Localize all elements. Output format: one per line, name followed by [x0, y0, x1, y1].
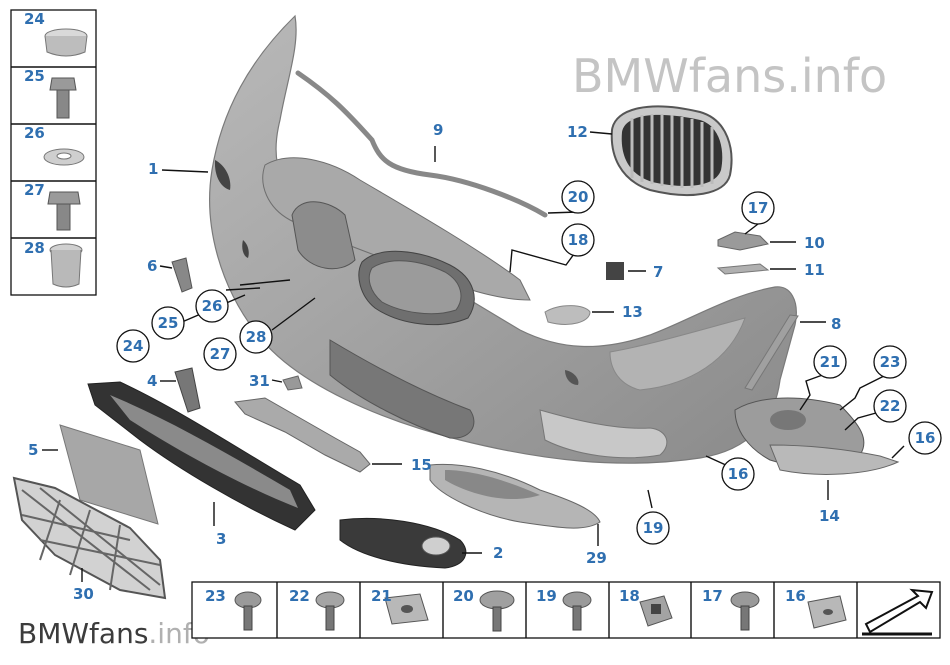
callout-circle [561, 223, 595, 257]
callout-circle [151, 306, 185, 340]
bottom-label-19: 19 [536, 587, 557, 605]
bottom-label-17: 17 [702, 587, 723, 605]
label-14: 14 [819, 507, 840, 525]
callout-19: 19 [643, 519, 664, 537]
screw-icon [47, 191, 81, 205]
bracket-icon [717, 231, 770, 251]
callout-circle [239, 320, 273, 354]
callout-25: 25 [158, 314, 179, 332]
watermark-top: BMWfans.info [572, 49, 887, 103]
callout-circle [203, 337, 237, 371]
bracket-icon [174, 367, 201, 413]
trim-strip-icon [295, 70, 548, 218]
screw-icon [49, 77, 77, 91]
callout-circle [721, 457, 755, 491]
label-6: 6 [147, 257, 157, 275]
callout-circle [873, 345, 907, 379]
support-icon [234, 397, 371, 473]
cover-icon [544, 305, 591, 325]
side-label-25: 25 [24, 67, 45, 85]
mesh-frame-icon [12, 476, 167, 600]
strip-icon [744, 314, 799, 391]
clip-nut-icon [639, 595, 673, 627]
label-5: 5 [28, 441, 38, 459]
callout-24: 24 [123, 337, 144, 355]
label-7: 7 [653, 263, 663, 281]
callout-circle [741, 191, 775, 225]
label-10: 10 [804, 234, 825, 252]
side-label-24: 24 [24, 10, 45, 28]
label-29: 29 [586, 549, 607, 567]
callout-21: 21 [820, 353, 841, 371]
callout-circle [195, 289, 229, 323]
bottom-label-16: 16 [785, 587, 806, 605]
callout-circle [873, 389, 907, 423]
center-grid-icon [87, 381, 316, 531]
callout-18: 18 [568, 231, 589, 249]
callout-20: 20 [568, 188, 589, 206]
air-duct-icon [429, 463, 601, 529]
side-label-27: 27 [24, 181, 45, 199]
label-13: 13 [622, 303, 643, 321]
callout-16a: 16 [915, 429, 936, 447]
label-8: 8 [831, 315, 841, 333]
bracket-icon [716, 263, 770, 275]
label-11: 11 [804, 261, 825, 279]
clip-icon [282, 375, 303, 391]
callout-28: 28 [246, 328, 267, 346]
label-31: 31 [249, 372, 270, 390]
circled-labels: 20 18 17 21 23 22 16 16 19 24 25 26 27 2… [116, 180, 942, 545]
label-3: 3 [216, 530, 226, 548]
label-1: 1 [148, 160, 158, 178]
side-label-26: 26 [24, 124, 45, 142]
cover-plate-icon [59, 424, 159, 525]
callout-circle [116, 329, 150, 363]
callout-26: 26 [202, 297, 223, 315]
arrow-next-icon [862, 588, 934, 636]
label-4: 4 [147, 372, 157, 390]
screw-icon [730, 591, 760, 631]
bottom-label-22: 22 [289, 587, 310, 605]
spring-nut-icon [807, 595, 847, 629]
bumper-cover-icon [209, 14, 797, 464]
grille-icon [610, 105, 733, 196]
side-fastener-panel: 24 25 26 27 28 [10, 9, 97, 296]
air-duct-icon [734, 397, 900, 475]
callout-16b: 16 [728, 465, 749, 483]
fog-grille-icon [339, 517, 467, 569]
screw-icon [562, 591, 592, 631]
callout-circle [813, 345, 847, 379]
leader-lines [42, 131, 905, 582]
label-15: 15 [411, 456, 432, 474]
label-9: 9 [433, 121, 443, 139]
callout-22: 22 [880, 397, 901, 415]
bottom-label-21: 21 [371, 587, 392, 605]
callout-circle [908, 421, 942, 455]
callout-23: 23 [880, 353, 901, 371]
watermark-bottom: BMWfans.info [18, 617, 210, 650]
bottom-label-23: 23 [205, 587, 226, 605]
bottom-fastener-panel: 23 22 21 20 19 18 17 16 [191, 581, 941, 639]
screw-icon [234, 591, 262, 631]
callout-circle [561, 180, 595, 214]
label-30: 30 [73, 585, 94, 603]
side-label-28: 28 [24, 239, 45, 257]
bottom-label-18: 18 [619, 587, 640, 605]
screw-icon [479, 590, 515, 632]
callout-27: 27 [210, 345, 231, 363]
label-2: 2 [493, 544, 503, 562]
bracket-icon [171, 257, 193, 293]
bottom-label-20: 20 [453, 587, 474, 605]
part-labels: 1 2 3 4 5 6 7 8 9 10 11 12 13 14 15 29 3… [28, 121, 841, 603]
label-12: 12 [567, 123, 588, 141]
clip-icon [606, 262, 624, 280]
spring-nut-icon [384, 593, 429, 625]
callout-circle [636, 511, 670, 545]
callout-17: 17 [748, 199, 769, 217]
screw-icon [315, 591, 345, 631]
